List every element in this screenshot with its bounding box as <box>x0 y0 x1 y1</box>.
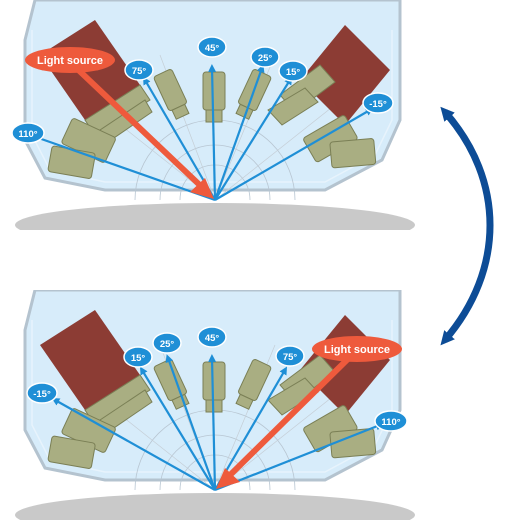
ray-45 <box>208 64 217 201</box>
svg-text:45°: 45° <box>205 43 220 54</box>
ray-15 <box>214 76 293 201</box>
svg-text:110°: 110° <box>381 417 400 428</box>
light-source-label-badge: Light source <box>25 47 115 73</box>
angle-badge-110: 110° <box>11 122 45 144</box>
angle-badge-15: 15° <box>123 346 153 368</box>
svg-text:-15°: -15° <box>369 99 387 110</box>
left-detector-housing <box>40 310 153 433</box>
svg-text:75°: 75° <box>283 352 298 363</box>
angle-badge-75: 75° <box>124 59 154 81</box>
sample-surface <box>15 203 415 230</box>
light-source-label-badge: Light source <box>312 336 402 362</box>
ray-110 <box>214 422 384 492</box>
ray--15 <box>214 107 374 201</box>
angle-badge-15: 15° <box>278 60 308 82</box>
svg-text:15°: 15° <box>131 353 146 364</box>
angle-badge-110: 110° <box>374 410 408 432</box>
light-beam-arrow <box>67 59 208 193</box>
light-source-label: Light source <box>324 344 390 356</box>
svg-text:25°: 25° <box>160 339 175 350</box>
double-headed-curved-arrow-icon <box>440 106 494 346</box>
ray-15 <box>139 366 216 491</box>
measurement-diagram-bottom: Light source -15° 15° 25° 45° 75° <box>15 290 415 520</box>
sample-surface <box>15 493 415 520</box>
svg-text:-15°: -15° <box>33 389 51 400</box>
svg-text:45°: 45° <box>205 333 220 344</box>
ray--15 <box>51 398 216 491</box>
angle-badge--15: -15° <box>26 382 58 404</box>
angle-badge-45: 45° <box>197 326 227 348</box>
measurement-diagram-top: Light source 110° 75° 45° 25° 15° -15° <box>11 0 415 230</box>
angle-badge-45: 45° <box>197 36 227 58</box>
svg-text:15°: 15° <box>286 67 301 78</box>
angle-badge-75: 75° <box>275 345 305 367</box>
svg-text:75°: 75° <box>132 66 147 77</box>
angle-badge-25: 25° <box>250 46 280 68</box>
light-beam-arrow <box>222 349 358 483</box>
ray-45 <box>208 354 217 491</box>
light-source-label: Light source <box>37 55 103 67</box>
angle-badge--15: -15° <box>362 92 394 114</box>
ray-110 <box>26 132 216 202</box>
svg-text:25°: 25° <box>258 53 273 64</box>
angle-badge-25: 25° <box>152 332 182 354</box>
ray-25 <box>165 354 217 491</box>
sensor-heads <box>47 359 377 469</box>
ray-25 <box>213 64 265 201</box>
svg-text:110°: 110° <box>18 129 37 140</box>
right-detector-housing <box>267 25 390 126</box>
